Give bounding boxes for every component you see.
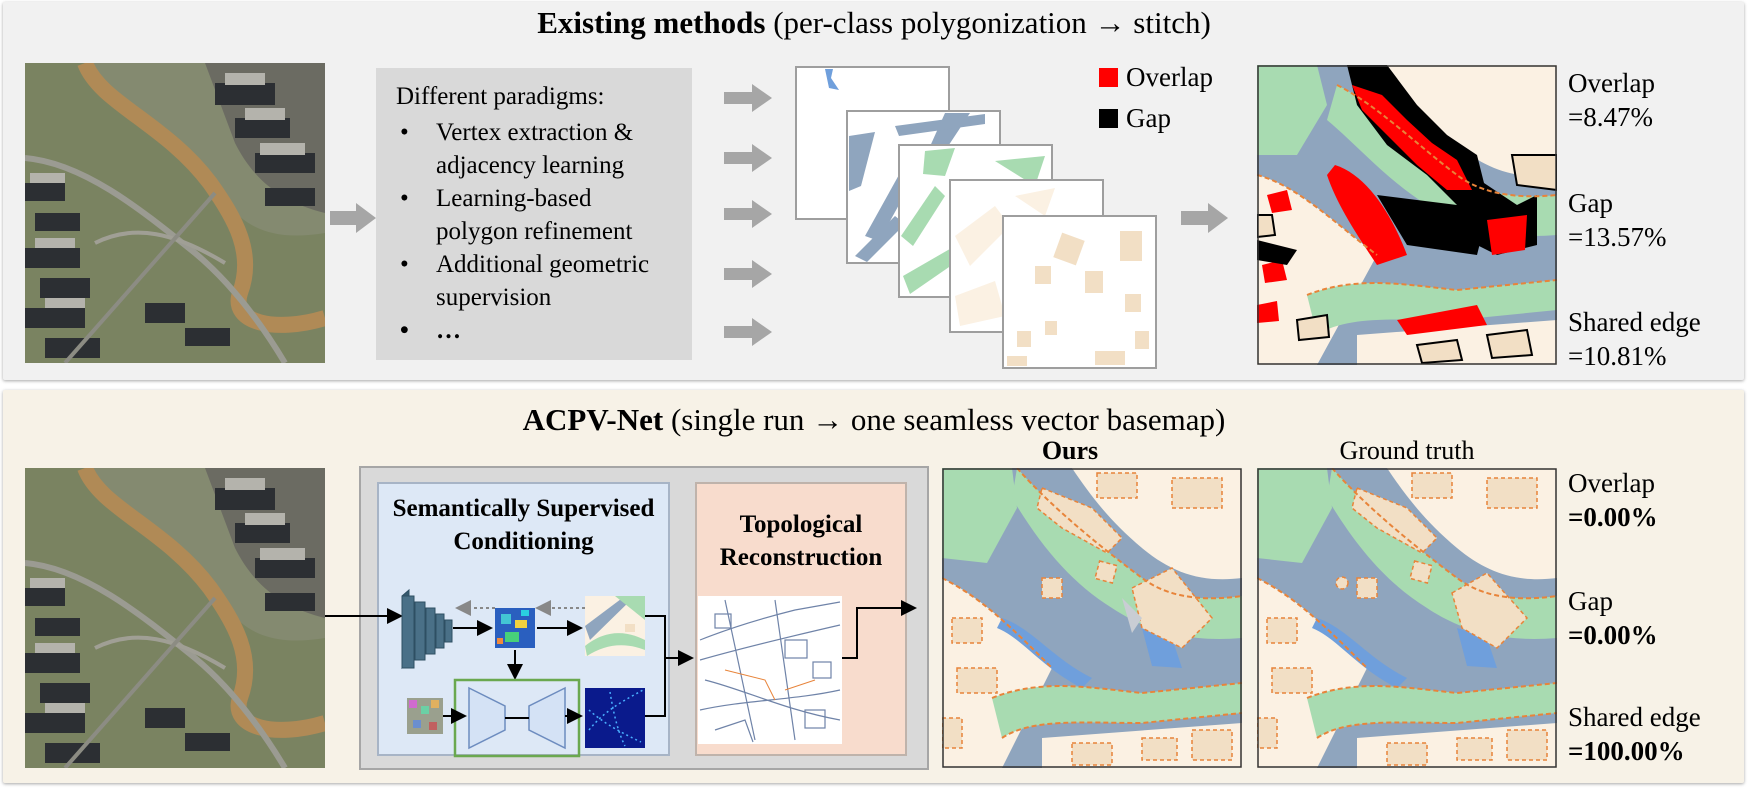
stitched-map-with-errors bbox=[1257, 65, 1557, 365]
encoder-icon bbox=[401, 588, 453, 670]
pipeline-graphics bbox=[325, 588, 917, 758]
module-label-reconstruction: Topological Reconstruction bbox=[719, 511, 883, 571]
semantic-map-thumbnail bbox=[585, 596, 645, 656]
list-item: Vertex extraction & adjacency learning bbox=[376, 116, 676, 182]
paradigms-heading: Different paradigms: bbox=[396, 83, 605, 110]
metric-overlap-bottom: Overlap=0.00% bbox=[1568, 468, 1658, 532]
gap-swatch bbox=[1099, 108, 1118, 128]
vertex-heatmap-icon bbox=[585, 688, 645, 748]
ours-label: Ours bbox=[1041, 436, 1099, 465]
arrow-right-icon bbox=[724, 200, 772, 228]
metric-shared-edge-top: Shared edge=10.81% bbox=[1568, 307, 1701, 371]
ground-truth-label: Ground truth bbox=[1339, 436, 1475, 465]
paradigms-box: Different paradigms: Vertex extraction &… bbox=[376, 68, 692, 360]
list-item: Learning-based polygon refinement bbox=[376, 182, 676, 248]
arrow-right-icon bbox=[330, 203, 376, 233]
list-item: … bbox=[376, 314, 676, 347]
arrow-right-icon bbox=[724, 260, 772, 288]
arrow-right-icon bbox=[724, 318, 772, 346]
metric-shared-edge-bottom: Shared edge=100.00% bbox=[1568, 702, 1701, 766]
class-map-building bbox=[1002, 215, 1157, 369]
module-label-conditioning: Semantically Supervised Conditioning bbox=[392, 495, 655, 555]
metric-gap-bottom: Gap=0.00% bbox=[1568, 586, 1658, 650]
arrow-right-icon bbox=[724, 84, 772, 112]
fan-out-arrows bbox=[724, 84, 772, 346]
paradigms-list: Vertex extraction & adjacency learning L… bbox=[376, 116, 676, 347]
feature-map-icon bbox=[495, 608, 535, 648]
acpv-net-title: ACPV-Net (single run → one seamless vect… bbox=[522, 402, 1226, 437]
list-item: Additional geometric supervision bbox=[376, 248, 676, 314]
arrow-right-icon bbox=[1181, 203, 1228, 233]
ground-truth-basemap bbox=[1257, 468, 1557, 768]
aerial-image-input-bottom bbox=[25, 468, 325, 768]
ours-vector-basemap bbox=[942, 468, 1242, 768]
vector-reconstruction-thumbnail bbox=[698, 596, 842, 744]
overlap-swatch bbox=[1099, 67, 1118, 87]
legend-gap: Gap bbox=[1099, 102, 1171, 134]
noise-input-icon bbox=[407, 698, 443, 734]
aerial-image-input-top bbox=[25, 63, 325, 363]
arrow-right-icon bbox=[724, 144, 772, 172]
legend-overlap: Overlap bbox=[1099, 61, 1213, 93]
existing-methods-title: Existing methods (per-class polygonizati… bbox=[537, 5, 1211, 40]
metric-overlap-top: Overlap=8.47% bbox=[1568, 68, 1655, 132]
per-class-map-stack bbox=[795, 66, 1157, 369]
unet-icon bbox=[468, 686, 566, 750]
metric-gap-top: Gap=13.57% bbox=[1568, 188, 1667, 252]
